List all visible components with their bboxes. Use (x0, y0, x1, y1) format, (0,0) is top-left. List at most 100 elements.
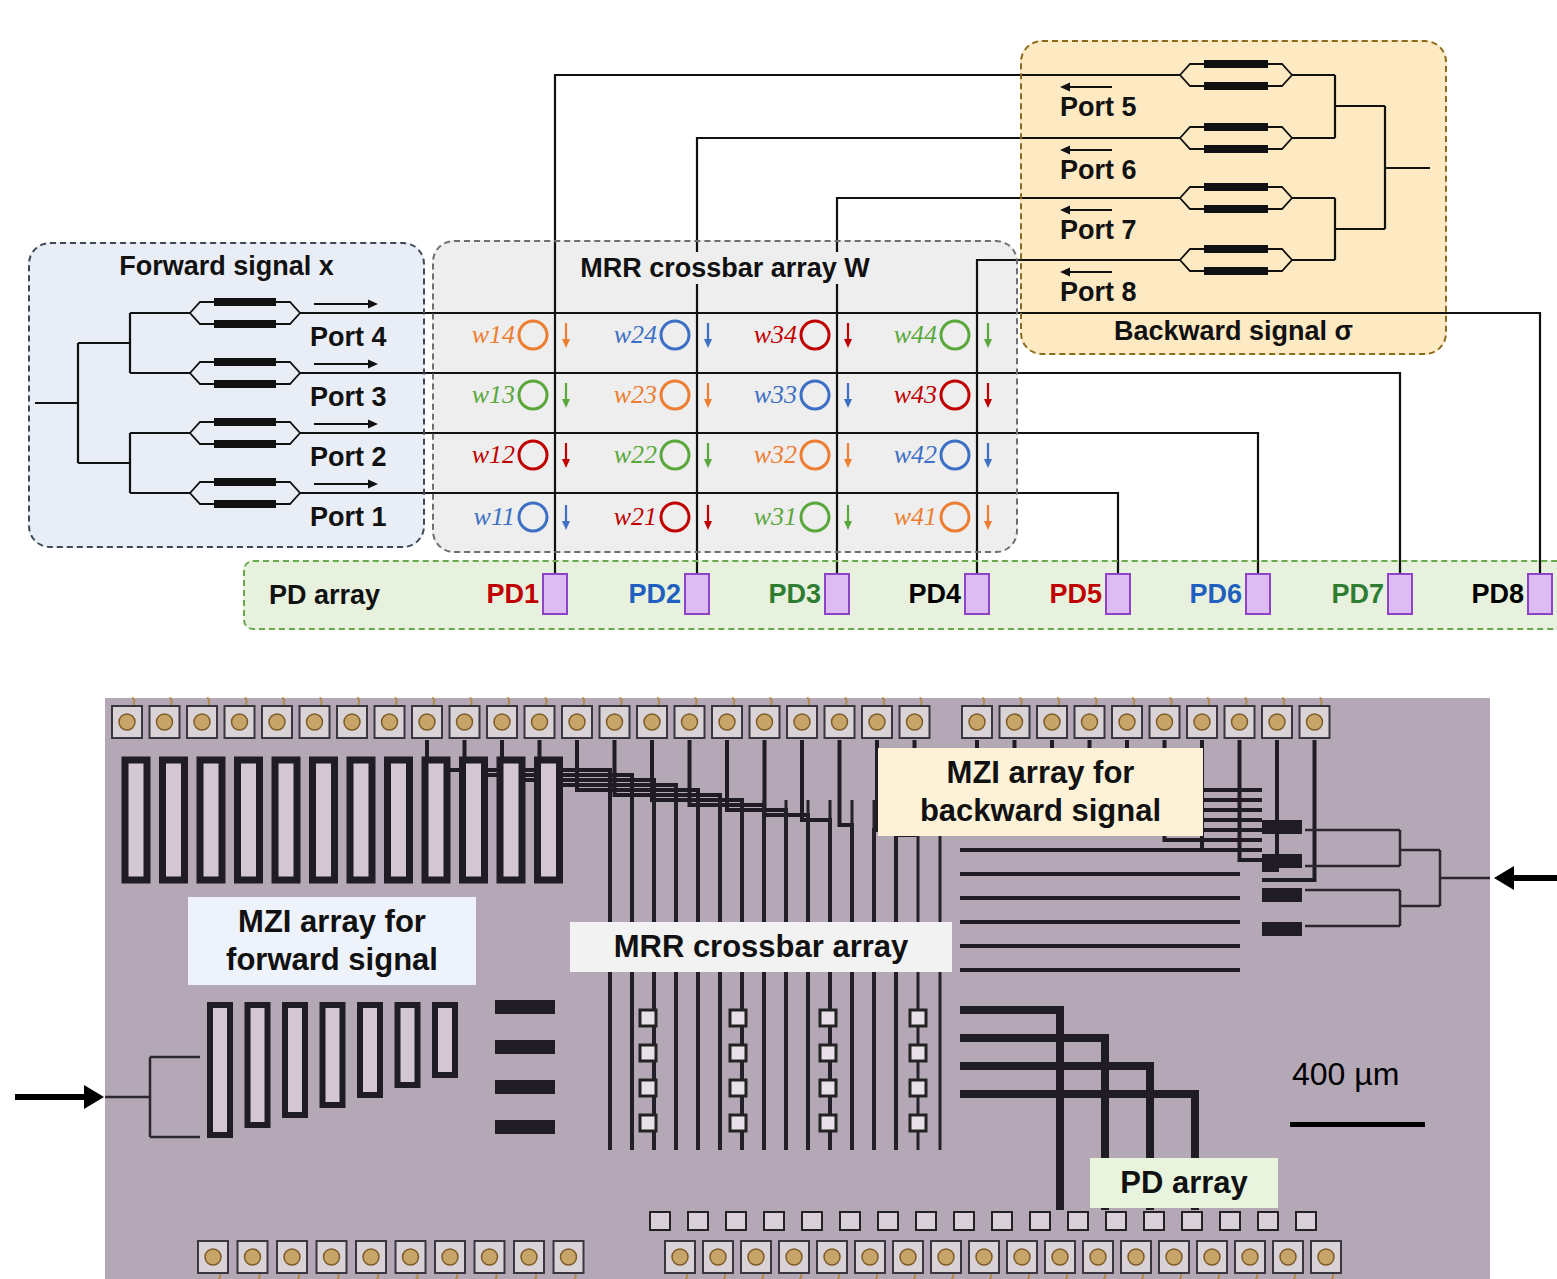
panel-title: MRR crossbar array W (576, 252, 874, 284)
pad-ball (1119, 714, 1135, 730)
weight-label: w23 (614, 380, 657, 409)
weight-label: w14 (472, 320, 515, 349)
microring (519, 503, 547, 531)
phase-shifter (1204, 205, 1268, 213)
drop-arrow (987, 383, 989, 401)
phase-shifter (214, 478, 276, 486)
crossbar-line (851, 800, 854, 1150)
bond-pad (893, 1241, 923, 1279)
port-label: Port 4 (310, 321, 387, 353)
microring (801, 503, 829, 531)
pd-label: PD2 (628, 578, 681, 610)
panel-fill (1020, 40, 1447, 355)
drop-arrow (565, 443, 567, 461)
crossbar-line (785, 800, 788, 1150)
ring-heater (910, 1045, 926, 1061)
pad-metal (1187, 706, 1217, 738)
crossbar-line (719, 800, 722, 1150)
mzi-heater (495, 1000, 555, 1014)
weight-label: w14 (451, 319, 515, 351)
pad-metal (1159, 1241, 1189, 1273)
pad-metal (198, 1241, 228, 1273)
photodetector-symbol (964, 573, 990, 615)
photo-label: MZI array for backward signal (878, 748, 1203, 836)
heater-trace (323, 1005, 343, 1105)
pad-metal (1075, 706, 1105, 738)
bond-pad (900, 698, 930, 738)
arrow-head (1060, 146, 1070, 155)
waveguide (130, 312, 190, 314)
photodetector: PD8 (1471, 573, 1553, 615)
pad-metal (150, 706, 180, 738)
pd-label: PD8 (1471, 578, 1524, 610)
pad-metal (1112, 706, 1142, 738)
drop-arrow (987, 323, 989, 341)
weight-label: w12 (472, 440, 515, 469)
pad-metal (277, 1241, 307, 1273)
microring (519, 381, 547, 409)
arrow-head (984, 399, 992, 408)
backward-signal-panel: Backward signal σ (1020, 40, 1447, 355)
pad-ball (682, 714, 698, 730)
arrow-head (368, 480, 378, 489)
arrow-head (562, 339, 570, 348)
bond-pad (337, 698, 367, 738)
mzi-heater (495, 1120, 555, 1134)
pad-metal (787, 706, 817, 738)
drop-arrow (565, 505, 567, 523)
heater-trace (398, 1005, 418, 1085)
ring-heater (820, 1045, 836, 1061)
pad-metal (435, 1241, 465, 1273)
arrow-head (1060, 206, 1070, 215)
pad-ball (757, 714, 773, 730)
pd-device (954, 1212, 974, 1230)
pad-ball (869, 714, 885, 730)
port-label: Port 7 (1060, 214, 1137, 246)
microring (661, 441, 689, 469)
bond-pad (862, 698, 892, 738)
pad-metal (1083, 1241, 1113, 1273)
waveguide (300, 372, 425, 374)
direction-arrow (314, 423, 370, 425)
drop-arrow (847, 505, 849, 523)
pad-ball (824, 1249, 840, 1265)
photodetector: PD1 (486, 573, 568, 615)
bond-pad (356, 1241, 386, 1279)
arrow-head (704, 459, 712, 468)
panel-fill (243, 560, 1557, 630)
pad-ball (1007, 714, 1023, 730)
ring-heater (910, 1115, 926, 1131)
metal-trace (1240, 740, 1263, 860)
microring (661, 321, 689, 349)
direction-arrow (1068, 271, 1112, 273)
pad-metal (900, 706, 930, 738)
pad-metal (931, 1241, 961, 1273)
pad-ball (1166, 1249, 1182, 1265)
pd-device (802, 1212, 822, 1230)
port-label: Port 8 (1060, 277, 1137, 307)
port-label: Port 4 (310, 322, 387, 352)
arrow-head (368, 360, 378, 369)
weight-label: w44 (873, 319, 937, 351)
bond-pad (1225, 698, 1255, 738)
pad-metal (356, 1241, 386, 1273)
waveguide-splitter (105, 1057, 200, 1137)
waveguide (130, 492, 190, 494)
waveguide (1020, 137, 1180, 139)
bond-pad (1083, 1241, 1113, 1279)
input-arrow-head (84, 1085, 104, 1109)
pad-ball (786, 1249, 802, 1265)
direction-arrow (314, 483, 370, 485)
drop-arrow (707, 323, 709, 341)
heater-trace (200, 760, 222, 880)
pad-metal (825, 706, 855, 738)
pd-device (688, 1212, 708, 1230)
heater-trace (248, 1005, 268, 1125)
pad-metal (262, 706, 292, 738)
drop-arrow (707, 443, 709, 461)
arrow-head (562, 521, 570, 530)
bond-pad (1000, 698, 1030, 738)
arrow-head (368, 300, 378, 309)
pad-metal (1045, 1241, 1075, 1273)
